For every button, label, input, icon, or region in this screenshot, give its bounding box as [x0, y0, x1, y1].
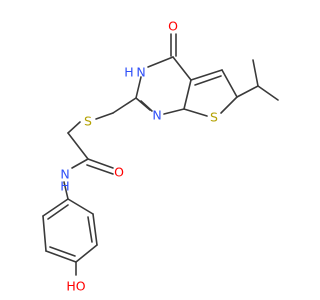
bond-ph-2-3-double [87, 216, 93, 243]
bond-camide-n [71, 158, 89, 169]
bond-s-ch2 [67, 121, 81, 134]
atom-s-thioether: S [84, 114, 92, 129]
bond-ph-6-1 [42, 198, 69, 217]
background [0, 0, 300, 300]
bond-n1-c7a [163, 108, 185, 115]
atom-n-ring: N [152, 108, 161, 123]
bond-c2-n1-double [140, 100, 153, 112]
bond-c6-s [220, 96, 238, 114]
bond-camide-o-double [86, 164, 114, 175]
bond-ph-2-3 [92, 213, 98, 246]
bond-ph-4-5 [45, 250, 77, 263]
bond-c4-n3 [147, 56, 174, 68]
atom-labels: O H N N S S O N H HO [60, 19, 218, 294]
bond-ch2-s [95, 112, 114, 120]
atom-o-carbonyl: O [168, 19, 178, 34]
bond-c4a-c5 [190, 69, 223, 81]
bond-c4a-c4 [172, 56, 192, 81]
bond-ph-6-1-double [47, 204, 69, 220]
atom-o-amide: O [114, 165, 124, 180]
atom-h-amide: H [60, 179, 69, 194]
atom-n-amide: N [60, 167, 69, 182]
bond-c4a-c5-double [194, 75, 222, 86]
bonds [42, 33, 279, 276]
atom-n-ring-nh: N [136, 65, 145, 80]
bond-ch-me2 [257, 85, 279, 101]
bond-n-cipso [63, 181, 69, 200]
bond-ph-5-6 [42, 215, 47, 252]
bond-ph-1-2 [67, 198, 94, 215]
bond-n3-c2 [135, 76, 142, 99]
molecule-diagram: O H N N S S O N H HO [0, 0, 300, 300]
bond-ch-me1 [252, 59, 259, 87]
bond-c2-ch2 [112, 97, 137, 114]
bond-c6-ch [236, 85, 259, 98]
atom-hydroxyl: HO [66, 279, 85, 294]
bond-s-c7a [183, 108, 208, 117]
bond-c5-c6 [221, 69, 238, 98]
bond-c7a-c4a [183, 79, 192, 110]
bond-ph-3-4 [75, 244, 98, 263]
bond-ch2-camide [67, 132, 89, 160]
bond-ph-4-5-double [49, 246, 76, 257]
bond-camide-o [87, 158, 114, 169]
atom-s-thiophene: S [210, 110, 218, 125]
atom-h-ring: H [124, 65, 133, 80]
